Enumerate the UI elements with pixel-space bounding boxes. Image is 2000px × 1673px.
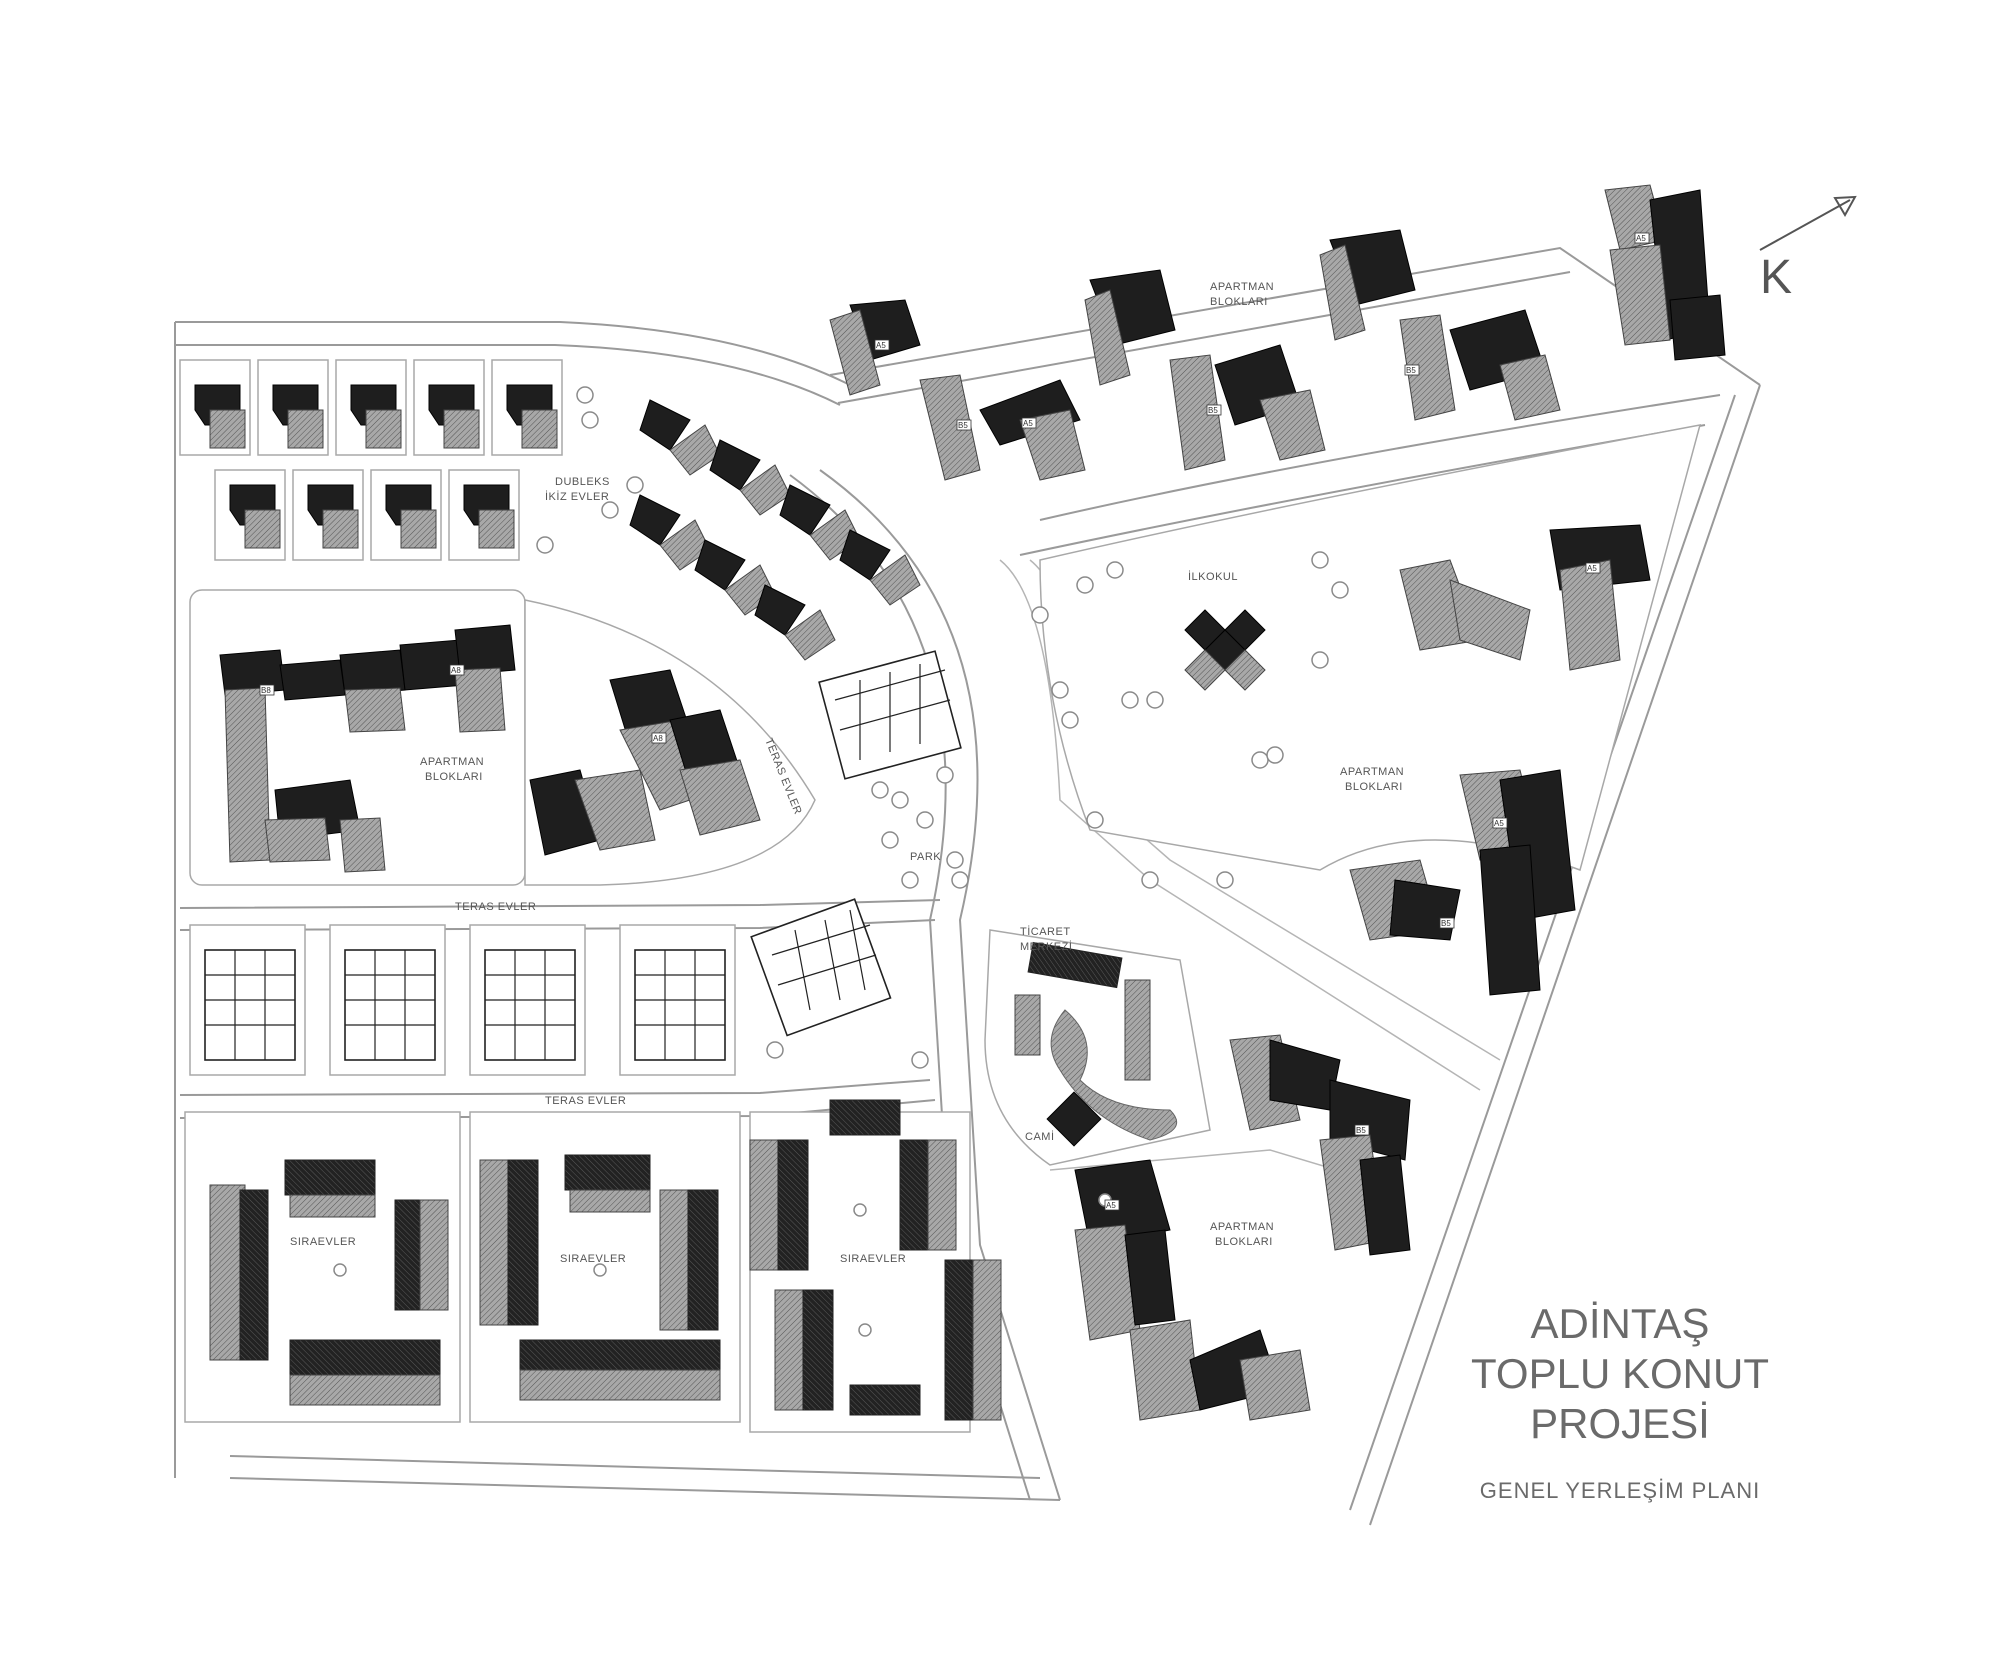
north-arrow [1759, 195, 1857, 251]
north-label: K [1760, 251, 1793, 304]
tag-a5: A5 [1494, 819, 1504, 828]
label-cami: CAMİ [1025, 1130, 1055, 1143]
tag-b5: B5 [1356, 1126, 1366, 1135]
label-bloklari-3: BLOKLARI [1345, 781, 1403, 793]
commercial-center [1014, 941, 1178, 1147]
label-ikiz-evler: İKİZ EVLER [545, 490, 609, 503]
terrace-block [484, 949, 576, 1061]
twin-house [709, 439, 791, 516]
label-ticaret: TİCARET [1020, 925, 1071, 938]
title-line-2: TOPLU KONUT [1471, 1350, 1769, 1397]
house [272, 384, 324, 449]
row-cluster [749, 1099, 1002, 1421]
block-tags: A5 B5 A5 B5 B5 A5 A5 A5 B5 B8 A8 A8 A5 B… [259, 232, 1650, 1211]
label-siraevler-1: SIRAEVLER [290, 1236, 356, 1248]
terrace-block [818, 650, 962, 780]
title-line-3: PROJESİ [1530, 1400, 1710, 1447]
label-apartman-1: APARTMAN [1210, 281, 1274, 293]
label-apartman-3: APARTMAN [1340, 766, 1404, 778]
house [350, 384, 402, 449]
row-houses [209, 1099, 1002, 1421]
school-building [1184, 609, 1266, 691]
terrace-houses [204, 650, 962, 1061]
terrace-block [750, 898, 892, 1037]
label-dubleks: DUBLEKS [555, 476, 610, 488]
area-labels: DUBLEKS İKİZ EVLER APARTMAN BLOKLARI APA… [290, 281, 1404, 1265]
label-apartman-2: APARTMAN [420, 756, 484, 768]
label-teras-evler-1: TERAS EVLER [455, 901, 536, 913]
tag-a5: A5 [876, 341, 886, 350]
row-cluster [209, 1159, 449, 1406]
label-siraevler-2: SIRAEVLER [560, 1253, 626, 1265]
plan-subtitle: GENEL YERLEŞİM PLANI [1479, 1478, 1761, 1503]
tag-a5: A5 [1023, 419, 1033, 428]
tag-a5: A5 [1106, 1201, 1116, 1210]
label-merkezi: MERKEZİ [1020, 940, 1072, 953]
house [463, 484, 515, 549]
house [307, 484, 359, 549]
label-bloklari-4: BLOKLARI [1215, 1236, 1273, 1248]
label-teras-evler-2: TERAS EVLER [545, 1095, 626, 1107]
tag-b5: B5 [1208, 406, 1218, 415]
house [428, 384, 480, 449]
label-apartman-4: APARTMAN [1210, 1221, 1274, 1233]
label-bloklari-1: BLOKLARI [1210, 296, 1268, 308]
label-siraevler-3: SIRAEVLER [840, 1253, 906, 1265]
tag-a8: A8 [653, 734, 663, 743]
tag-a8: A8 [451, 666, 461, 675]
tag-a5: A5 [1587, 564, 1597, 573]
twin-house [839, 529, 921, 606]
twin-house [754, 584, 836, 661]
terrace-block [634, 949, 726, 1061]
house [506, 384, 558, 449]
label-ilkokul: İLKOKUL [1188, 570, 1238, 583]
terrace-block [204, 949, 296, 1061]
dubleks-houses [194, 384, 921, 661]
house [229, 484, 281, 549]
house [194, 384, 246, 449]
row-cluster [479, 1154, 721, 1401]
label-bloklari-2: BLOKLARI [425, 771, 483, 783]
twin-house [639, 399, 721, 476]
apartment-blocks [219, 184, 1726, 1421]
title-line-1: ADİNTAŞ [1530, 1300, 1710, 1347]
label-park: PARK [910, 851, 941, 863]
tag-b5: B5 [958, 421, 968, 430]
tag-b5: B5 [1406, 366, 1416, 375]
terrace-block [344, 949, 436, 1061]
trees [333, 386, 1349, 1337]
tag-a5: A5 [1636, 234, 1646, 243]
tag-b5: B5 [1441, 919, 1451, 928]
tag-b8: B8 [261, 686, 271, 695]
twin-house [629, 494, 711, 571]
house [385, 484, 437, 549]
